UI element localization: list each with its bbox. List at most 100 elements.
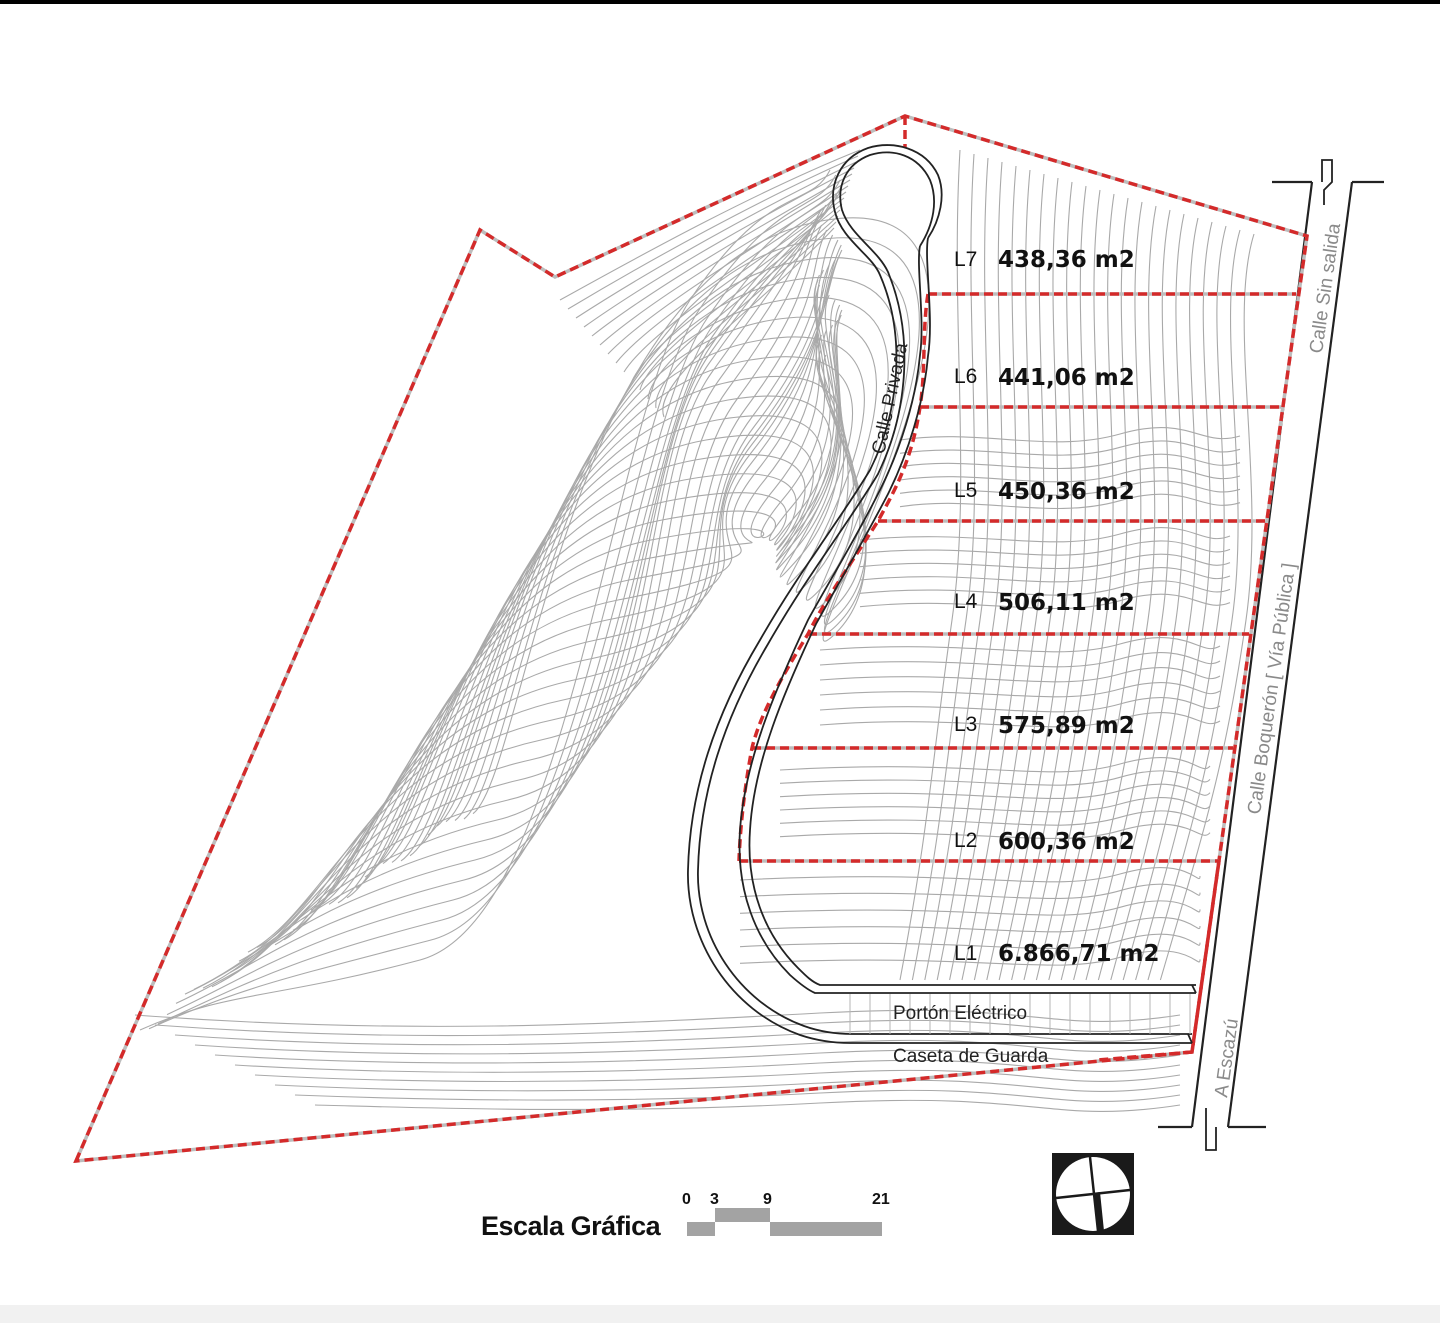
contour-line bbox=[148, 174, 837, 1030]
lot-l3-label: L3 575,89 m2 bbox=[954, 713, 1135, 739]
to-town-label: A Escazú bbox=[1211, 1017, 1243, 1098]
contour-line bbox=[819, 697, 1221, 713]
contour-line bbox=[391, 309, 843, 863]
contour-line bbox=[346, 284, 831, 899]
contour-line bbox=[238, 224, 823, 962]
contour-line bbox=[154, 1019, 1181, 1037]
contour-line bbox=[301, 259, 836, 920]
contour-line bbox=[779, 823, 1211, 840]
contour-line bbox=[1097, 213, 1185, 981]
contour-line bbox=[615, 191, 847, 364]
contour-line bbox=[364, 294, 838, 878]
contour-line bbox=[961, 169, 1031, 981]
contour-line bbox=[1048, 197, 1129, 981]
contour-line bbox=[214, 1049, 1181, 1064]
contour-line bbox=[265, 239, 839, 947]
contour-line bbox=[859, 540, 1231, 556]
contour-line bbox=[819, 637, 1221, 653]
contour-line bbox=[382, 304, 841, 865]
contour-line bbox=[337, 279, 826, 904]
contour-line bbox=[599, 179, 851, 346]
lot-l5-label: L5 450,36 m2 bbox=[954, 479, 1135, 505]
contour-line bbox=[1023, 189, 1101, 981]
contour-line bbox=[274, 1079, 1181, 1092]
scale-bar-segment bbox=[770, 1222, 882, 1236]
graphic-scale: Escala Gráfica 0 3 9 21 bbox=[481, 1191, 890, 1241]
svg-text:438,36 m2: 438,36 m2 bbox=[998, 247, 1135, 273]
contour-line bbox=[1135, 225, 1227, 981]
contour-line bbox=[623, 197, 845, 373]
contour-line bbox=[819, 682, 1221, 698]
contour-line bbox=[998, 181, 1073, 981]
contour-line bbox=[166, 184, 843, 1016]
contour-line bbox=[373, 299, 839, 869]
contour-line bbox=[1159, 233, 1255, 981]
contour-line bbox=[583, 167, 855, 328]
contour-line bbox=[779, 797, 1211, 813]
north-arrow-icon bbox=[1052, 1153, 1134, 1235]
contour-line bbox=[575, 161, 857, 319]
svg-text:L6: L6 bbox=[954, 365, 977, 388]
scale-tick-0: 0 bbox=[682, 1191, 691, 1208]
contour-line bbox=[567, 155, 859, 310]
svg-text:441,06 m2: 441,06 m2 bbox=[998, 365, 1135, 391]
contour-line bbox=[739, 883, 1201, 900]
contour-line bbox=[739, 950, 1201, 966]
contour-line bbox=[819, 652, 1221, 668]
contour-line bbox=[911, 153, 976, 981]
contour-line bbox=[254, 1069, 1181, 1083]
scale-bar-segment bbox=[715, 1208, 770, 1222]
contour-line bbox=[739, 917, 1201, 933]
contour-line bbox=[229, 219, 819, 973]
contour-line bbox=[819, 712, 1221, 728]
contour-line bbox=[899, 149, 962, 981]
contour-line bbox=[924, 157, 989, 981]
contour-line bbox=[739, 933, 1201, 950]
contour-line bbox=[739, 900, 1201, 916]
contour-line bbox=[1122, 221, 1213, 981]
contour-line bbox=[1060, 201, 1143, 981]
svg-text:L3: L3 bbox=[954, 713, 977, 736]
contour-line bbox=[779, 757, 1211, 773]
contour-line bbox=[607, 185, 849, 355]
svg-text:575,89 m2: 575,89 m2 bbox=[998, 713, 1135, 739]
lot-l6-label: L6 441,06 m2 bbox=[954, 365, 1135, 391]
contour-line bbox=[454, 257, 911, 821]
contour-line bbox=[859, 527, 1231, 543]
lot-l7-label: L7 438,36 m2 bbox=[954, 247, 1135, 273]
contour-line bbox=[134, 1009, 1181, 1027]
contour-line bbox=[292, 254, 841, 931]
contour-line bbox=[986, 177, 1059, 981]
contour-line bbox=[936, 161, 1003, 981]
contour-line bbox=[409, 319, 853, 857]
contour-line bbox=[859, 567, 1231, 583]
contour-line bbox=[647, 215, 839, 400]
svg-text:L4: L4 bbox=[954, 590, 978, 613]
contour-line bbox=[949, 165, 1017, 981]
scale-title: Escala Gráfica bbox=[481, 1211, 662, 1241]
svg-text:L5: L5 bbox=[954, 479, 977, 502]
road-section-ticks bbox=[849, 994, 1191, 1034]
contour-line bbox=[157, 179, 841, 1025]
public-road-label: Calle Boquerón [ Vía Pública ] bbox=[1244, 562, 1300, 816]
contour-line bbox=[1035, 193, 1115, 981]
contour-line bbox=[1110, 217, 1199, 981]
svg-text:600,36 m2: 600,36 m2 bbox=[998, 829, 1135, 855]
contour-line bbox=[472, 217, 930, 815]
contour-line bbox=[559, 149, 861, 301]
contour-line bbox=[899, 427, 1241, 443]
contour-line bbox=[1085, 209, 1171, 981]
contour-line bbox=[319, 269, 824, 906]
contour-line bbox=[779, 810, 1211, 826]
contour-line bbox=[1073, 205, 1157, 981]
lot-l2-label: L2 600,36 m2 bbox=[954, 829, 1135, 855]
contour-line bbox=[899, 480, 1241, 496]
svg-text:506,11 m2: 506,11 m2 bbox=[998, 590, 1135, 616]
contour-line bbox=[859, 593, 1231, 610]
dead-end-street-label: Calle Sin salida bbox=[1306, 222, 1345, 355]
contour-line bbox=[779, 770, 1211, 786]
svg-text:L2: L2 bbox=[954, 829, 977, 852]
scale-tick-3: 3 bbox=[710, 1191, 719, 1208]
contour-line bbox=[220, 214, 819, 983]
